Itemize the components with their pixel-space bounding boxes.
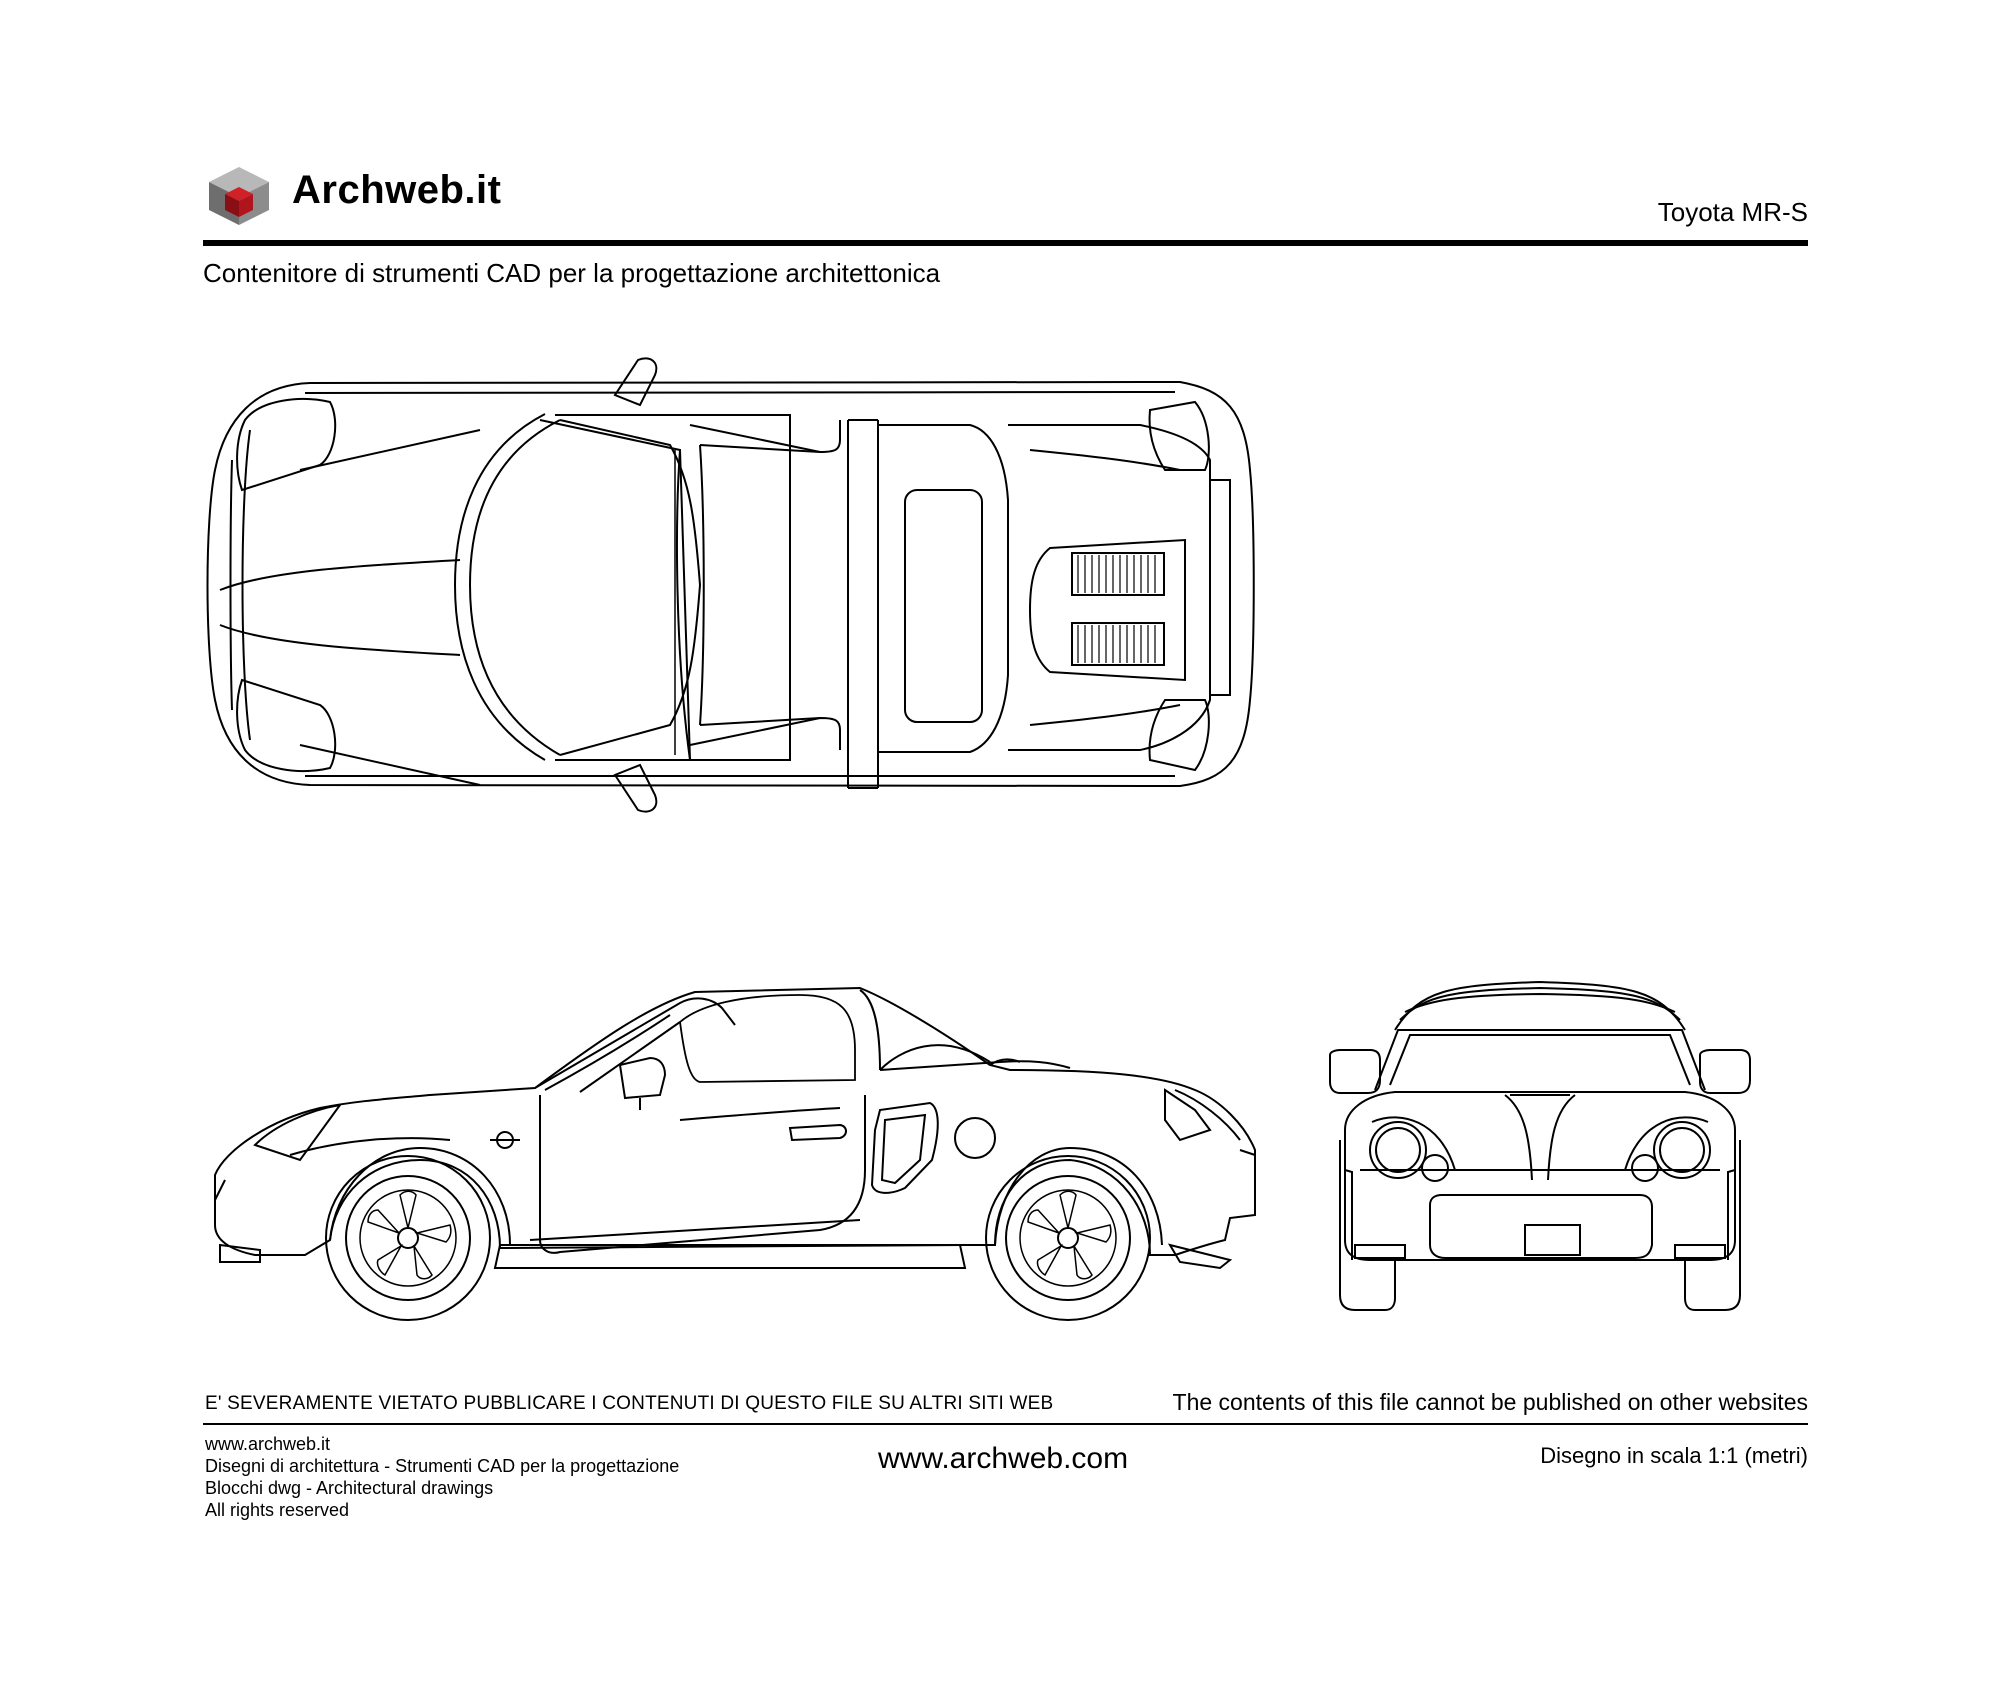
credit-line: www.archweb.it — [205, 1434, 331, 1454]
warning-italian: E' SEVERAMENTE VIETATO PUBBLICARE I CONT… — [205, 1393, 1054, 1414]
brand-name: Archweb.it — [292, 168, 502, 212]
credit-line: Disegni di architettura - Strumenti CAD … — [205, 1456, 680, 1476]
footer-credits: www.archweb.it Disegni di architettura -… — [205, 1433, 679, 1521]
footer-url: www.archweb.com — [878, 1442, 1129, 1475]
warning-english: The contents of this file cannot be publ… — [1172, 1389, 1808, 1415]
archweb-logo-icon — [209, 167, 269, 225]
footer-rule — [203, 1423, 1808, 1425]
top-view — [208, 358, 1254, 811]
front-view — [1330, 982, 1750, 1310]
scale-note: Disegno in scala 1:1 (metri) — [1540, 1443, 1808, 1468]
credit-line: Blocchi dwg - Architectural drawings — [205, 1478, 494, 1498]
side-view — [215, 988, 1255, 1320]
model-title: Toyota MR-S — [1657, 197, 1808, 227]
header-subtitle: Contenitore di strumenti CAD per la prog… — [203, 258, 941, 288]
credit-line: All rights reserved — [205, 1500, 350, 1520]
header-rule — [203, 240, 1808, 246]
